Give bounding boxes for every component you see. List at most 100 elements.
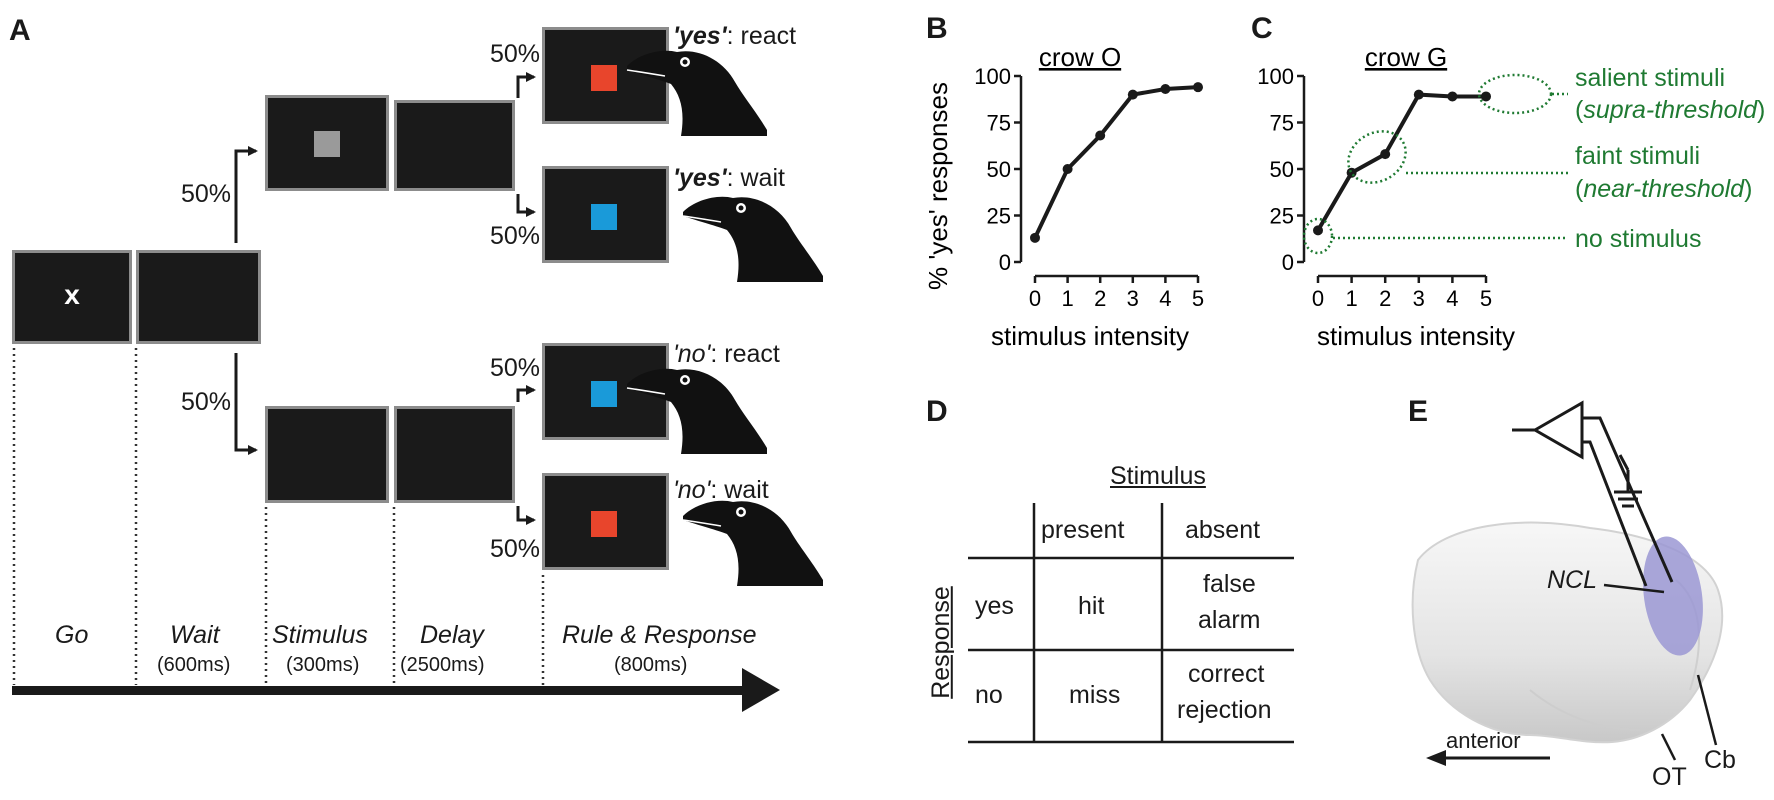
annotation-salient-detail: (supra-threshold)	[1575, 96, 1765, 125]
stimulus-square-gray	[314, 131, 340, 157]
data-point	[1481, 91, 1491, 102]
cell-false-alarm-line2: alarm	[1198, 606, 1261, 634]
series-line	[1316, 92, 1486, 232]
time-axis-arrow	[12, 668, 780, 712]
label-ot: OT	[1652, 763, 1687, 791]
chart-crow-o: crow O % 'yes' responses stimulus intens…	[923, 42, 1204, 351]
near-threshold-text: near-threshold	[1583, 175, 1745, 203]
label-anterior: anterior	[1446, 728, 1521, 753]
x-tick-label: 4	[1446, 286, 1458, 311]
crow-yes-wait	[682, 196, 824, 283]
x-tick-label: 0	[1029, 286, 1041, 311]
panel-label-a: A	[9, 14, 31, 47]
outcome-action: : react	[726, 22, 797, 50]
paren-open: (	[1575, 175, 1584, 203]
x-tick-label: 1	[1345, 286, 1357, 311]
x-tick-label: 5	[1480, 286, 1492, 311]
paren-open: (	[1575, 96, 1584, 124]
y-tick-label: 75	[1270, 111, 1294, 136]
row-label-no: no	[975, 681, 1003, 709]
annotation-faint: faint stimuli	[1575, 142, 1701, 170]
phase-stimulus-duration: (300ms)	[286, 654, 360, 676]
data-point	[1062, 164, 1073, 174]
outcome-action: : react	[710, 340, 780, 368]
x-tick-label: 3	[1127, 286, 1139, 311]
chart-b-title: crow O	[1039, 42, 1121, 72]
outcome-response-word: 'no'	[673, 476, 711, 504]
y-tick-label: 100	[974, 64, 1011, 89]
y-tick-label: 100	[1257, 64, 1294, 89]
y-tick-label: 50	[1270, 157, 1294, 182]
outcome-yes-wait: 'yes': wait	[673, 164, 785, 193]
recording-electrode	[1512, 400, 1674, 587]
crow-no-react	[626, 368, 768, 455]
pct-branch-top: 50%	[181, 180, 232, 208]
outcome-action: : wait	[710, 476, 769, 504]
table-stimulus-header: Stimulus	[1110, 462, 1206, 490]
panel-label-d: D	[926, 395, 948, 428]
data-point	[1030, 232, 1040, 243]
data-point	[1160, 84, 1171, 95]
label-ncl: NCL	[1547, 566, 1598, 594]
screen-delay-top	[394, 100, 515, 191]
screen-no-wait	[542, 473, 669, 570]
column-header-absent: absent	[1185, 516, 1261, 544]
x-tick-label: 5	[1192, 286, 1204, 311]
x-tick-label: 1	[1061, 286, 1073, 311]
pct-branch-bottom: 50%	[181, 388, 232, 416]
annotation-no-stimulus: no stimulus	[1575, 225, 1702, 253]
screen-stimulus-absent	[265, 406, 389, 503]
phase-delay-duration: (2500ms)	[400, 654, 485, 676]
data-point	[1193, 82, 1203, 93]
pct-no-wait: 50%	[490, 535, 541, 563]
paren-close: )	[1744, 175, 1753, 203]
row-label-yes: yes	[975, 592, 1014, 620]
y-tick-label: 25	[987, 204, 1011, 229]
data-point	[1380, 149, 1391, 160]
outcome-action: : wait	[726, 164, 785, 192]
y-tick-label: 0	[1282, 250, 1294, 275]
cue-square-blue	[591, 381, 617, 407]
phase-delay: Delay	[420, 621, 484, 649]
column-header-present: present	[1041, 516, 1125, 544]
phase-dividers	[12, 348, 545, 685]
annotation-markers	[1302, 73, 1568, 255]
confusion-table	[968, 503, 1294, 744]
cell-hit: hit	[1078, 592, 1105, 620]
pct-yes-wait: 50%	[490, 222, 541, 250]
cell-correct-rejection-line2: rejection	[1177, 696, 1272, 724]
label-cb: Cb	[1704, 746, 1736, 774]
y-tick-label: 25	[1270, 204, 1294, 229]
annotation-salient: salient stimuli	[1575, 64, 1726, 92]
annotation-faint-detail: (near-threshold)	[1575, 175, 1752, 204]
brain-illustration	[1411, 400, 1724, 766]
x-tick-label: 0	[1312, 286, 1324, 311]
ncl-highlight	[1643, 536, 1703, 656]
outcome-no-wait: 'no': wait	[673, 476, 769, 505]
phase-go: Go	[55, 621, 89, 649]
outcome-no-react: 'no': react	[673, 340, 780, 369]
cue-square-blue	[591, 204, 617, 230]
chart-b-ylabel: % 'yes' responses	[923, 82, 953, 290]
data-point	[1346, 167, 1357, 178]
pct-yes-react: 50%	[490, 40, 541, 68]
x-tick-label: 4	[1159, 286, 1171, 311]
y-tick-label: 75	[987, 111, 1011, 136]
data-point	[1095, 130, 1106, 141]
outcome-response-word: 'yes'	[673, 22, 727, 50]
cue-square-red	[591, 65, 617, 91]
series-line	[1033, 85, 1199, 239]
data-point	[1127, 89, 1138, 100]
pct-no-react: 50%	[490, 354, 541, 382]
screen-wait	[136, 250, 261, 344]
chart-c-title: crow G	[1365, 42, 1447, 72]
phase-rule-response-duration: (800ms)	[614, 654, 688, 676]
anterior-arrow	[1426, 750, 1550, 766]
panel-label-b: B	[926, 12, 948, 45]
screen-delay-bottom	[394, 406, 515, 503]
cell-miss: miss	[1069, 681, 1121, 709]
cue-square-red	[591, 511, 617, 537]
outcome-yes-react: 'yes': react	[673, 22, 796, 51]
chart-b-xlabel: stimulus intensity	[991, 321, 1189, 351]
